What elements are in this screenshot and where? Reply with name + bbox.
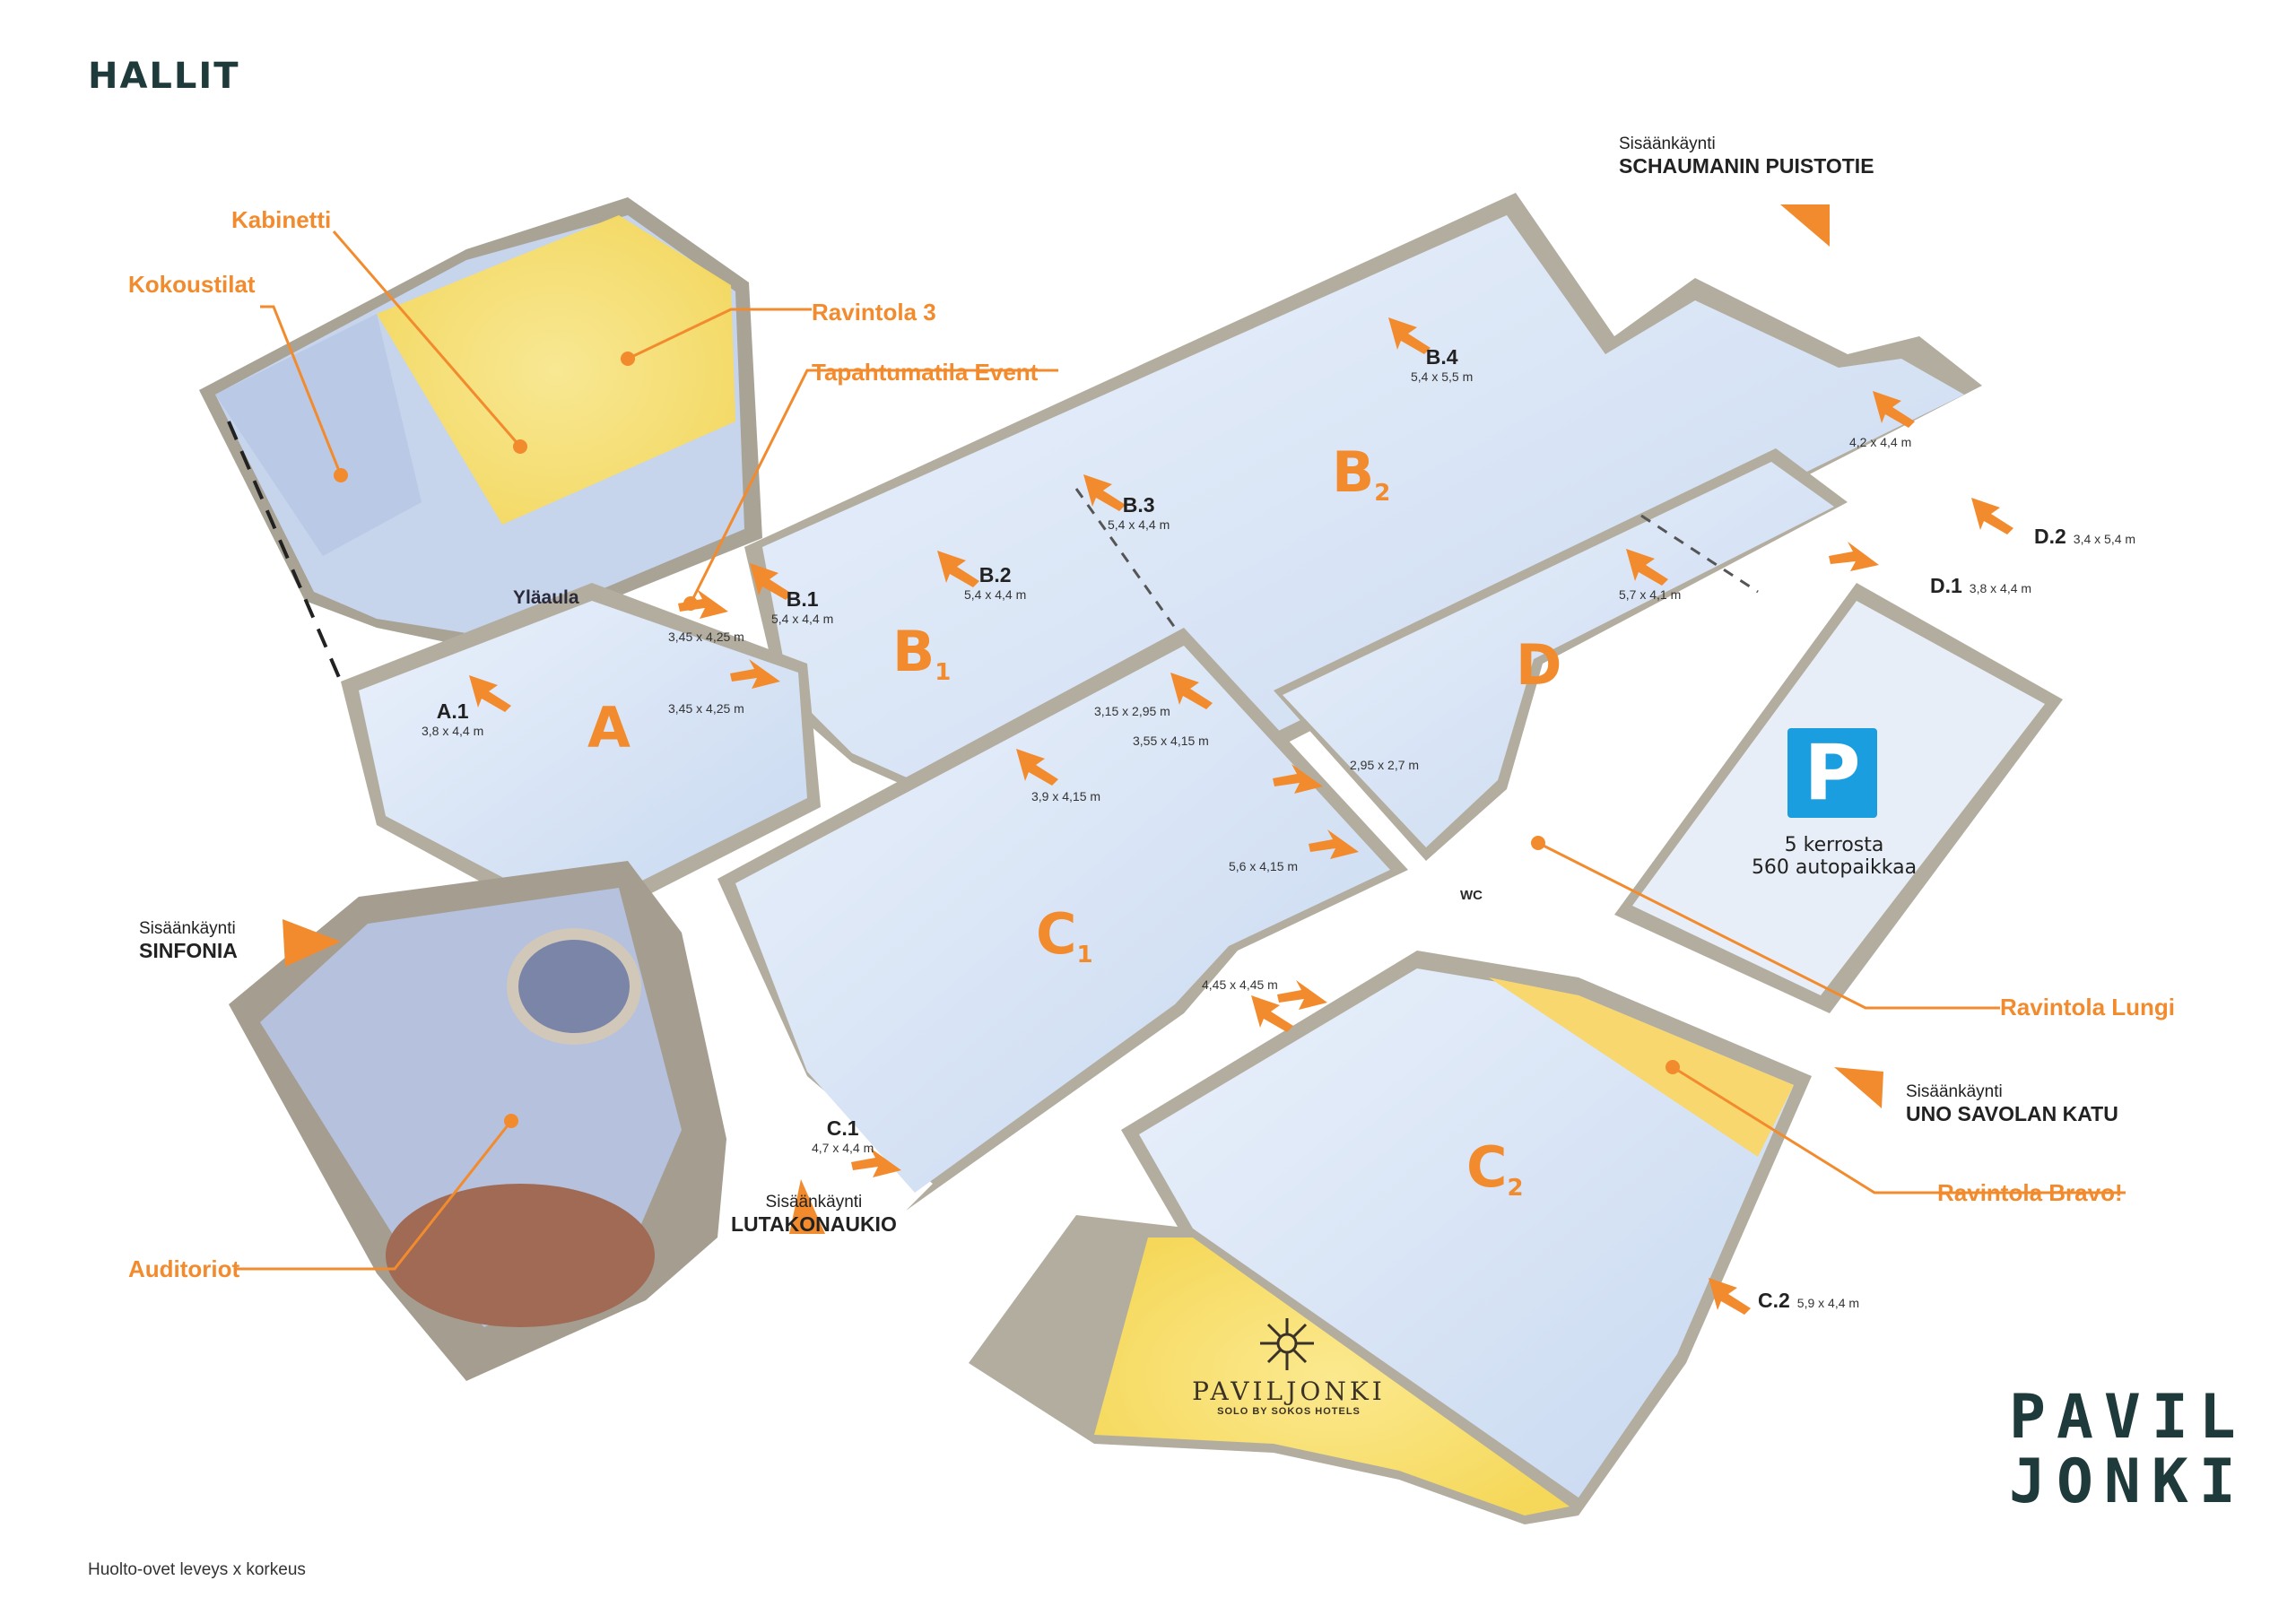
inner-dims-c1-d: 5,6 x 4,15 m: [1229, 859, 1299, 873]
entrance-label: Sisäänkäynti: [1619, 135, 1716, 153]
label-kabinetti: Kabinetti: [231, 206, 332, 233]
ylaaula-boundary: [227, 421, 343, 682]
inner-dims-bc-b: 3,55 x 4,15 m: [1133, 734, 1209, 748]
door-b4: B.4 5,4 x 5,5 m: [1411, 345, 1473, 384]
b-hall-divider: [1074, 488, 1177, 629]
label-leader-lines: [235, 230, 2126, 1271]
door-b1: B.1 5,4 x 4,4 m: [771, 587, 833, 626]
door-id: A.1: [436, 699, 469, 723]
hall-c1-floor: [718, 628, 1408, 1211]
entrance-uno-savolan-katu: Sisäänkäynti UNO SAVOLAN KATU: [1906, 1082, 2118, 1126]
door-c1: C.1 4,7 x 4,4 m: [812, 1116, 874, 1155]
paviljonki-logo: PAVIL JONKI: [2009, 1385, 2247, 1515]
hall-d-floor: [1274, 448, 1848, 861]
inner-dims-b2-end: 4,2 x 4,4 m: [1849, 435, 1912, 449]
parking-spaces: 560 autopaikkaa: [1751, 856, 1918, 879]
entrance-label: Sisäänkäynti: [1906, 1082, 2003, 1101]
parking-info: 5 kerrosta 560 autopaikkaa: [1713, 834, 1955, 879]
door-dims: 5,4 x 4,4 m: [964, 587, 1027, 602]
hall-c2-label: C2: [1466, 1134, 1524, 1202]
label-ravintola-lungi: Ravintola Lungi: [2000, 994, 2175, 1020]
entrance-name: SINFONIA: [139, 939, 238, 962]
upper-meeting-block: [199, 197, 762, 650]
entrance-lutakonaukio: Sisäänkäynti LUTAKONAUKIO: [731, 1193, 897, 1237]
door-id: D.2: [2034, 525, 2066, 548]
entrance-name: SCHAUMANIN PUISTOTIE: [1619, 154, 1874, 178]
inner-dims-bc-a: 3,15 x 2,95 m: [1094, 704, 1170, 718]
hall-c1-label: C1: [1036, 901, 1093, 968]
paviljonki-sign-sub: SOLO BY SOKOS HOTELS: [1217, 1406, 1361, 1417]
label-tapahtumatila-event: Tapahtumatila Event: [812, 359, 1039, 386]
entrance-markers: [283, 204, 1883, 1234]
door-dims: 5,4 x 5,5 m: [1411, 369, 1474, 384]
wc-label: WC: [1460, 888, 1483, 903]
entrance-schaumanin-puistotie: Sisäänkäynti SCHAUMANIN PUISTOTIE: [1619, 135, 1874, 178]
door-dims: 4,7 x 4,4 m: [812, 1141, 874, 1155]
door-dims: 5,9 x 4,4 m: [1796, 1296, 1860, 1310]
label-kokoustilat: Kokoustilat: [128, 271, 256, 298]
door-id: D.1: [1930, 574, 1962, 597]
label-ravintola-3: Ravintola 3: [812, 299, 936, 326]
door-b2: B.2 5,4 x 4,4 m: [964, 563, 1026, 602]
door-size-footnote: Huolto-ovet leveys x korkeus: [88, 1560, 306, 1579]
door-d2: D.2 3,4 x 5,4 m: [2034, 525, 2135, 549]
hall-b2-label: B2: [1332, 439, 1391, 507]
door-id: B.3: [1122, 493, 1155, 517]
d-hall-divider: [1640, 514, 1759, 594]
entrance-sinfonia: Sisäänkäynti SINFONIA: [139, 919, 238, 963]
label-auditoriot: Auditoriot: [128, 1255, 240, 1282]
entrance-label: Sisäänkäynti: [765, 1193, 863, 1211]
paviljonki-sign-icon: [1260, 1318, 1314, 1370]
auditorium: [229, 861, 726, 1381]
paviljonki-sign-name: PAVILJONKI: [1192, 1376, 1386, 1406]
inner-dims-c1-top: 3,9 x 4,15 m: [1031, 789, 1101, 803]
inner-dims-c1-c2: 4,45 x 4,45 m: [1202, 977, 1278, 992]
hall-a-label: A: [587, 695, 631, 760]
hall-c2-floor: [1121, 951, 1812, 1515]
page-title: HALLIT: [88, 56, 240, 97]
inner-dims-a-upper: 3,45 x 4,25 m: [668, 630, 744, 644]
door-a1: A.1 3,8 x 4,4 m: [422, 699, 483, 738]
door-id: C.1: [826, 1116, 859, 1140]
parking-floors: 5 kerrosta: [1784, 834, 1884, 856]
inner-dims-b2-d: 5,7 x 4,1 m: [1619, 587, 1682, 602]
hall-b1-label: B1: [892, 619, 952, 686]
door-id: B.4: [1425, 345, 1458, 369]
paviljonki-sign: PAVILJONKI SOLO BY SOKOS HOTELS: [1177, 1376, 1401, 1417]
paviljonki-area: [969, 1215, 1578, 1524]
door-dims: 3,8 x 4,4 m: [422, 724, 484, 738]
entrance-name: LUTAKONAUKIO: [731, 1212, 897, 1236]
label-ravintola-bravo: Ravintola Bravo!: [1937, 1179, 2123, 1206]
logo-line-1: PAVIL: [2009, 1382, 2247, 1453]
door-dims: 5,4 x 4,4 m: [1108, 517, 1170, 532]
door-dims: 3,4 x 5,4 m: [2073, 532, 2136, 546]
door-c2: C.2 5,9 x 4,4 m: [1758, 1289, 1859, 1313]
door-id: B.2: [978, 563, 1012, 586]
ylaaula-label: Yläaula: [513, 587, 579, 608]
door-dims: 5,4 x 4,4 m: [771, 612, 834, 626]
door-b3: B.3 5,4 x 4,4 m: [1108, 493, 1170, 532]
inner-dims-a-lower: 3,45 x 4,25 m: [668, 701, 744, 716]
entrance-label: Sisäänkäynti: [139, 919, 236, 938]
door-id: B.1: [786, 587, 819, 611]
door-id: C.2: [1758, 1289, 1790, 1312]
door-dims: 3,8 x 4,4 m: [1969, 581, 2032, 595]
inner-dims-d-c: 2,95 x 2,7 m: [1350, 758, 1420, 772]
door-d1: D.1 3,8 x 4,4 m: [1930, 574, 2031, 598]
entrance-name: UNO SAVOLAN KATU: [1906, 1102, 2118, 1125]
door-arrows: [469, 317, 2013, 1315]
logo-line-2: JONKI: [2009, 1446, 2247, 1517]
hall-d-label: D: [1516, 632, 1562, 698]
parking-icon: P: [1787, 728, 1877, 818]
